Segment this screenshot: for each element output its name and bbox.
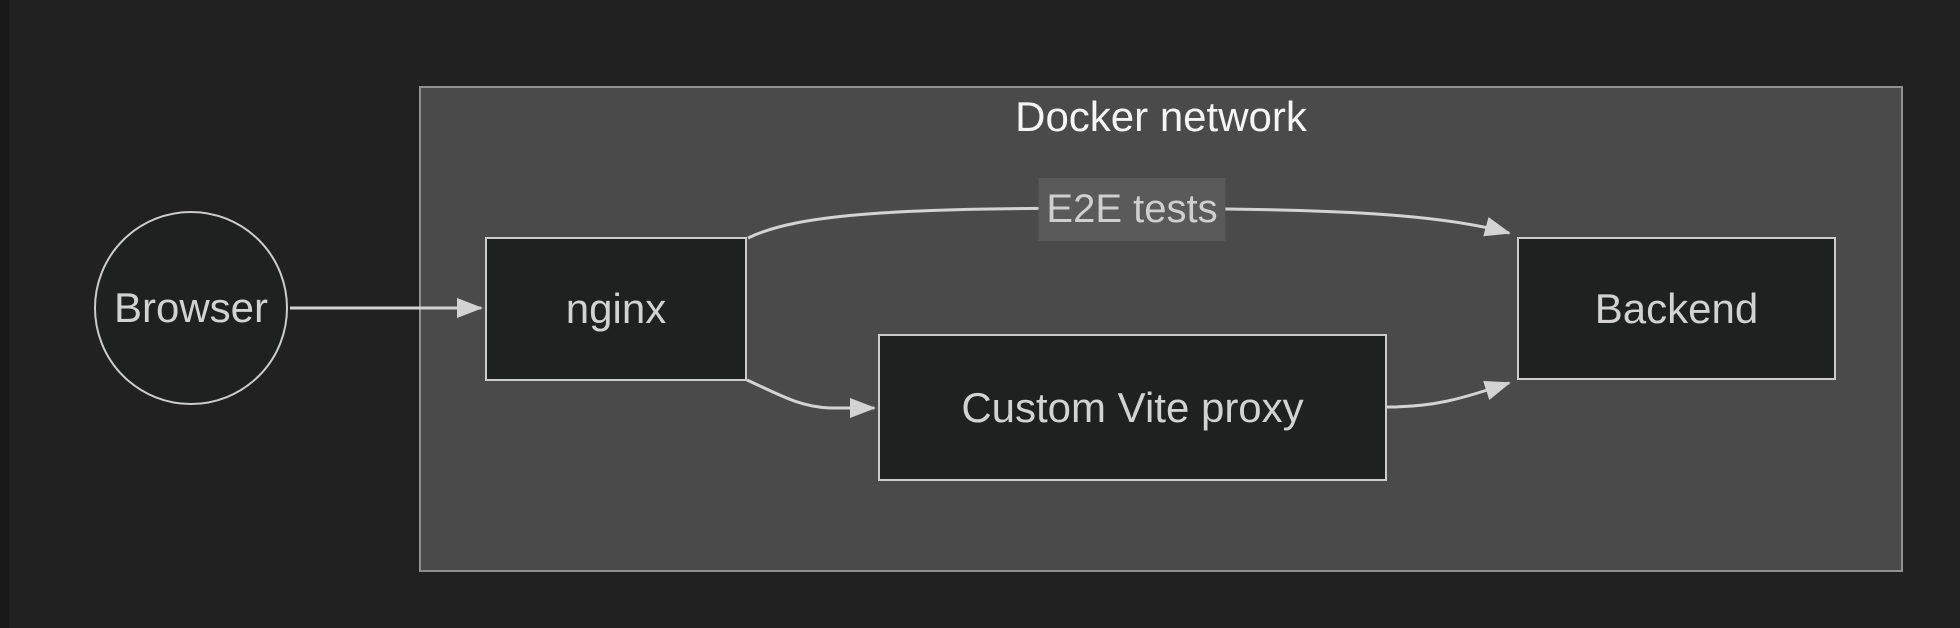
- custom-vite-proxy-node-label: Custom Vite proxy: [961, 383, 1304, 431]
- nginx-node-label: nginx: [565, 285, 667, 332]
- backend-node: Backend: [1517, 237, 1836, 380]
- cluster-title: Docker network: [1015, 93, 1307, 140]
- browser-node: Browser: [94, 211, 288, 405]
- browser-node-label: Browser: [113, 284, 269, 331]
- screenshot-left-edge-strip: [0, 0, 9, 628]
- backend-node-label: Backend: [1594, 284, 1759, 332]
- nginx-node: nginx: [485, 237, 747, 381]
- custom-vite-proxy-node: Custom Vite proxy: [878, 334, 1387, 481]
- e2e-tests-edge-label: E2E tests: [1038, 178, 1226, 241]
